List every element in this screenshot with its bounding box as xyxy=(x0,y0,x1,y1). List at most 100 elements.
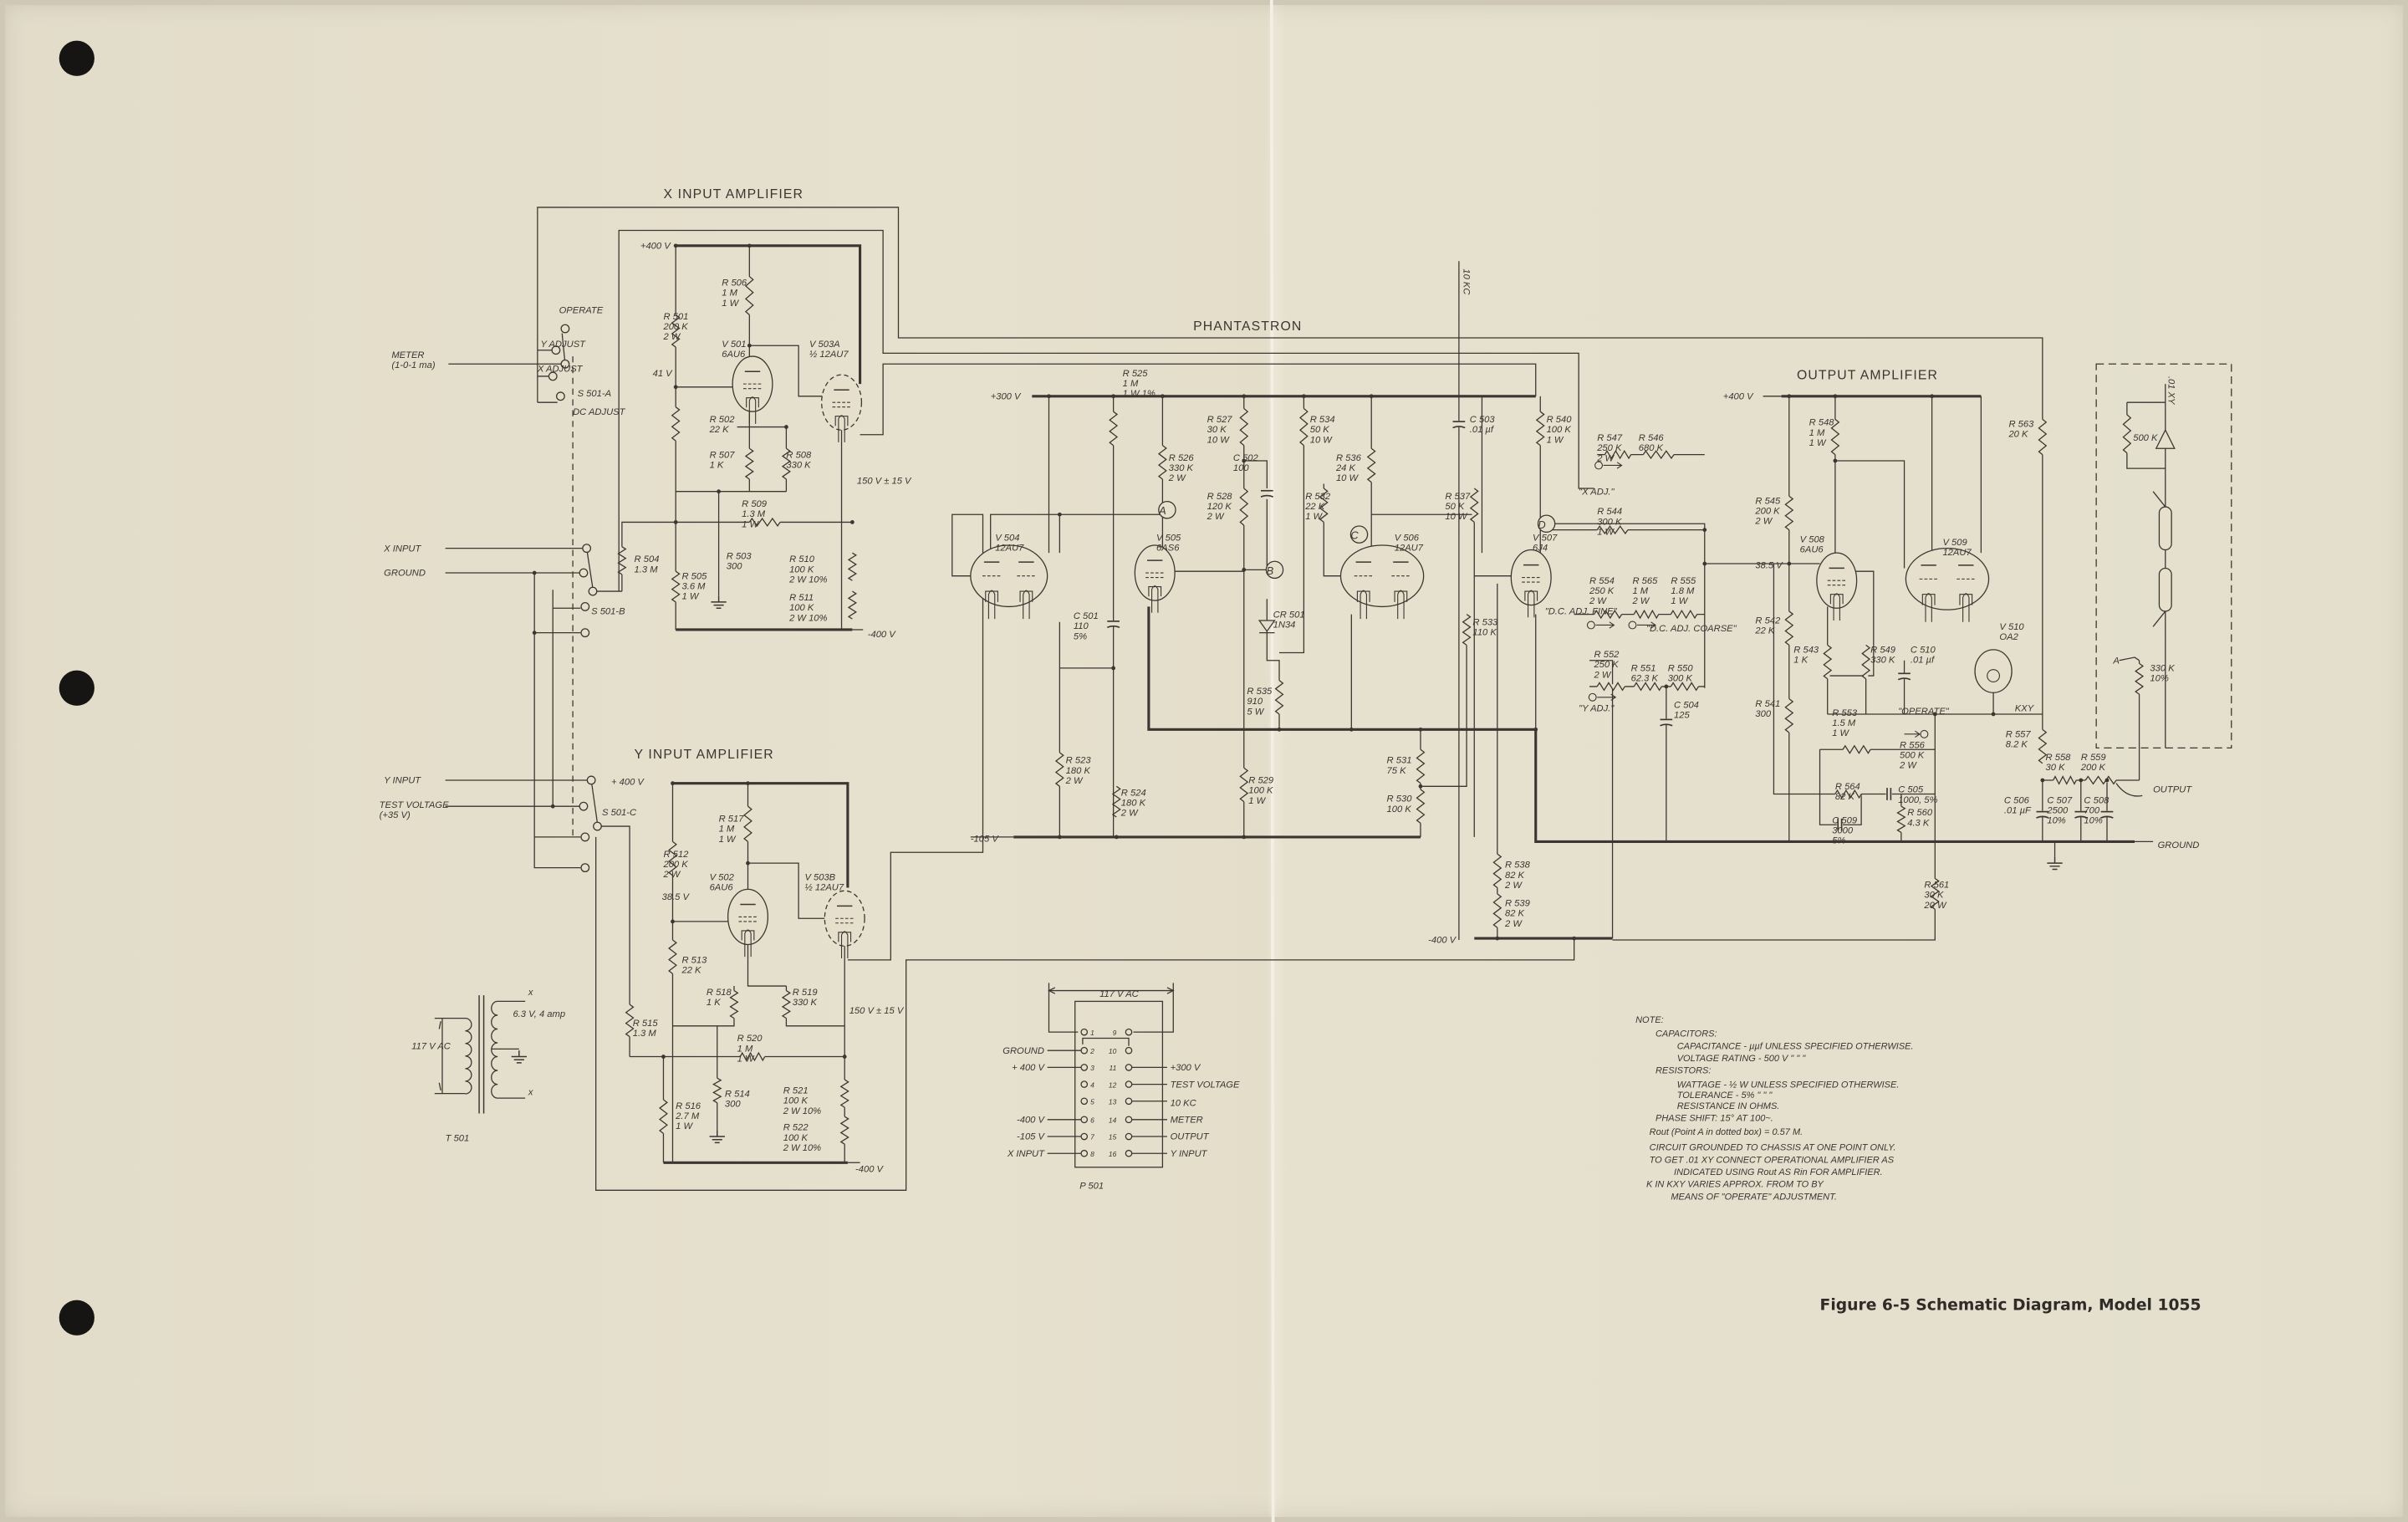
junction-dot xyxy=(1702,528,1707,532)
junction-dot xyxy=(1664,684,1669,689)
label-line: R 541 xyxy=(1755,699,1780,709)
connector-label: +300 V xyxy=(1171,1063,1201,1073)
label-line: 6AU6 xyxy=(722,350,746,360)
junction-dot xyxy=(550,804,555,809)
label-line: 2 W xyxy=(1207,512,1225,522)
note-line: CAPACITORS: xyxy=(1656,1029,1717,1039)
label-line: C 507 xyxy=(2047,796,2073,806)
label-line: 1.3 M xyxy=(633,1029,657,1039)
bus-wire xyxy=(1147,606,2135,843)
transformer-label: 6.3 V, 4 amp xyxy=(513,1009,565,1019)
label-line: 120 K xyxy=(1207,502,1232,512)
transformer-coil xyxy=(465,1068,472,1082)
label-line: OUTPUT xyxy=(2153,785,2192,795)
connector-label: -105 V xyxy=(1017,1132,1046,1142)
label-line: R 542 xyxy=(1755,616,1781,626)
label-line: 24 K xyxy=(1335,463,1356,473)
junction-dot xyxy=(1702,561,1707,566)
tube-cathode xyxy=(1148,586,1162,597)
label-line: 3.6 M xyxy=(682,581,707,591)
tube-envelope xyxy=(1510,549,1552,606)
label-line: 2 W xyxy=(1899,761,1917,771)
resistor-symbol xyxy=(1596,525,1629,535)
contact-terminal xyxy=(1080,1149,1089,1157)
wire xyxy=(533,573,581,869)
junction-dot xyxy=(746,861,750,866)
switch-label: S 501-C xyxy=(602,808,637,818)
label-line: 1 xyxy=(1090,1029,1094,1037)
tube-heater xyxy=(1925,593,1932,622)
label-line: R 538 xyxy=(1505,861,1531,871)
transformer-label: x xyxy=(528,1087,533,1097)
label-line: 1 K xyxy=(710,460,724,470)
connector-label: OUTPUT xyxy=(1171,1132,1210,1142)
connector-label: 117 V AC xyxy=(1099,989,1140,999)
label-line: 6 xyxy=(1090,1116,1094,1125)
label-line: GROUND xyxy=(2158,840,2200,850)
connector-body xyxy=(1074,1000,1164,1168)
capacitor-plate xyxy=(1106,625,1120,628)
label-line: R 517 xyxy=(719,815,745,825)
label-line: 30 K xyxy=(1924,891,1944,901)
label-line: R 552 xyxy=(1594,650,1620,660)
label-line: 1 M xyxy=(737,1044,753,1054)
connector-label: 7 xyxy=(1090,1133,1094,1142)
contact-terminal xyxy=(551,345,561,355)
label-line: 200 K xyxy=(662,322,688,332)
resistor-symbol xyxy=(1462,614,1472,646)
vacuum-tube-symbol xyxy=(1339,544,1425,620)
label-line: +400 V xyxy=(1723,391,1754,401)
resistor-symbol xyxy=(1469,488,1479,523)
resistor-symbol xyxy=(659,1099,668,1134)
label-line: R 513 xyxy=(682,956,708,966)
wire xyxy=(445,779,589,838)
label-line: 1.3 M xyxy=(635,564,659,575)
label-line: 2 xyxy=(1089,1047,1094,1055)
label-line: 2 W 10% xyxy=(783,1106,821,1116)
label-line: 1 M xyxy=(1123,379,1139,389)
output-amp-label: "OPERATE" xyxy=(1898,707,1950,717)
vacuum-tube-symbol xyxy=(1134,544,1176,613)
resistor-symbol xyxy=(2038,418,2048,456)
resistor-symbol xyxy=(1535,411,1545,447)
contact-terminal xyxy=(1125,1132,1133,1141)
resistor-symbol xyxy=(1784,610,1794,646)
capacitor-plate xyxy=(2100,815,2114,819)
resistor-symbol xyxy=(671,314,681,348)
label-line: 38.5 V xyxy=(1755,561,1783,571)
label-line: 1000, 5% xyxy=(1898,795,1937,805)
resistor-symbol xyxy=(748,517,781,527)
contact-terminal xyxy=(580,863,590,873)
label-line: 22 K xyxy=(1304,502,1325,512)
tube-cathode xyxy=(746,397,759,408)
label-line: 30 K xyxy=(2046,763,2066,773)
resistor-symbol xyxy=(739,1051,766,1062)
label-line: R 546 xyxy=(1639,433,1665,443)
label-line: V 503B xyxy=(804,872,835,882)
label-line: R 561 xyxy=(1924,881,1949,891)
label-line: 10% xyxy=(2047,816,2065,826)
label-line: TEST VOLTAGE xyxy=(380,800,449,810)
label-line: R 537 xyxy=(1445,492,1471,502)
label-line: 1 W xyxy=(1832,728,1849,738)
junction-dot xyxy=(1111,666,1116,671)
junction-dot xyxy=(532,631,537,636)
label-line: 82 K xyxy=(1505,909,1525,919)
adjust-screw-icon xyxy=(1920,729,1929,738)
capacitor-plate xyxy=(1260,494,1273,498)
label-line: "D.C. ADJ. COARSE" xyxy=(1646,624,1737,634)
label-line: TEST VOLTAGE xyxy=(1171,1080,1240,1090)
switch-label: X ADJUST xyxy=(537,364,584,374)
wire xyxy=(1350,614,1537,730)
label-line: 300 xyxy=(725,1099,741,1109)
label-line: 300 K xyxy=(1597,517,1622,527)
